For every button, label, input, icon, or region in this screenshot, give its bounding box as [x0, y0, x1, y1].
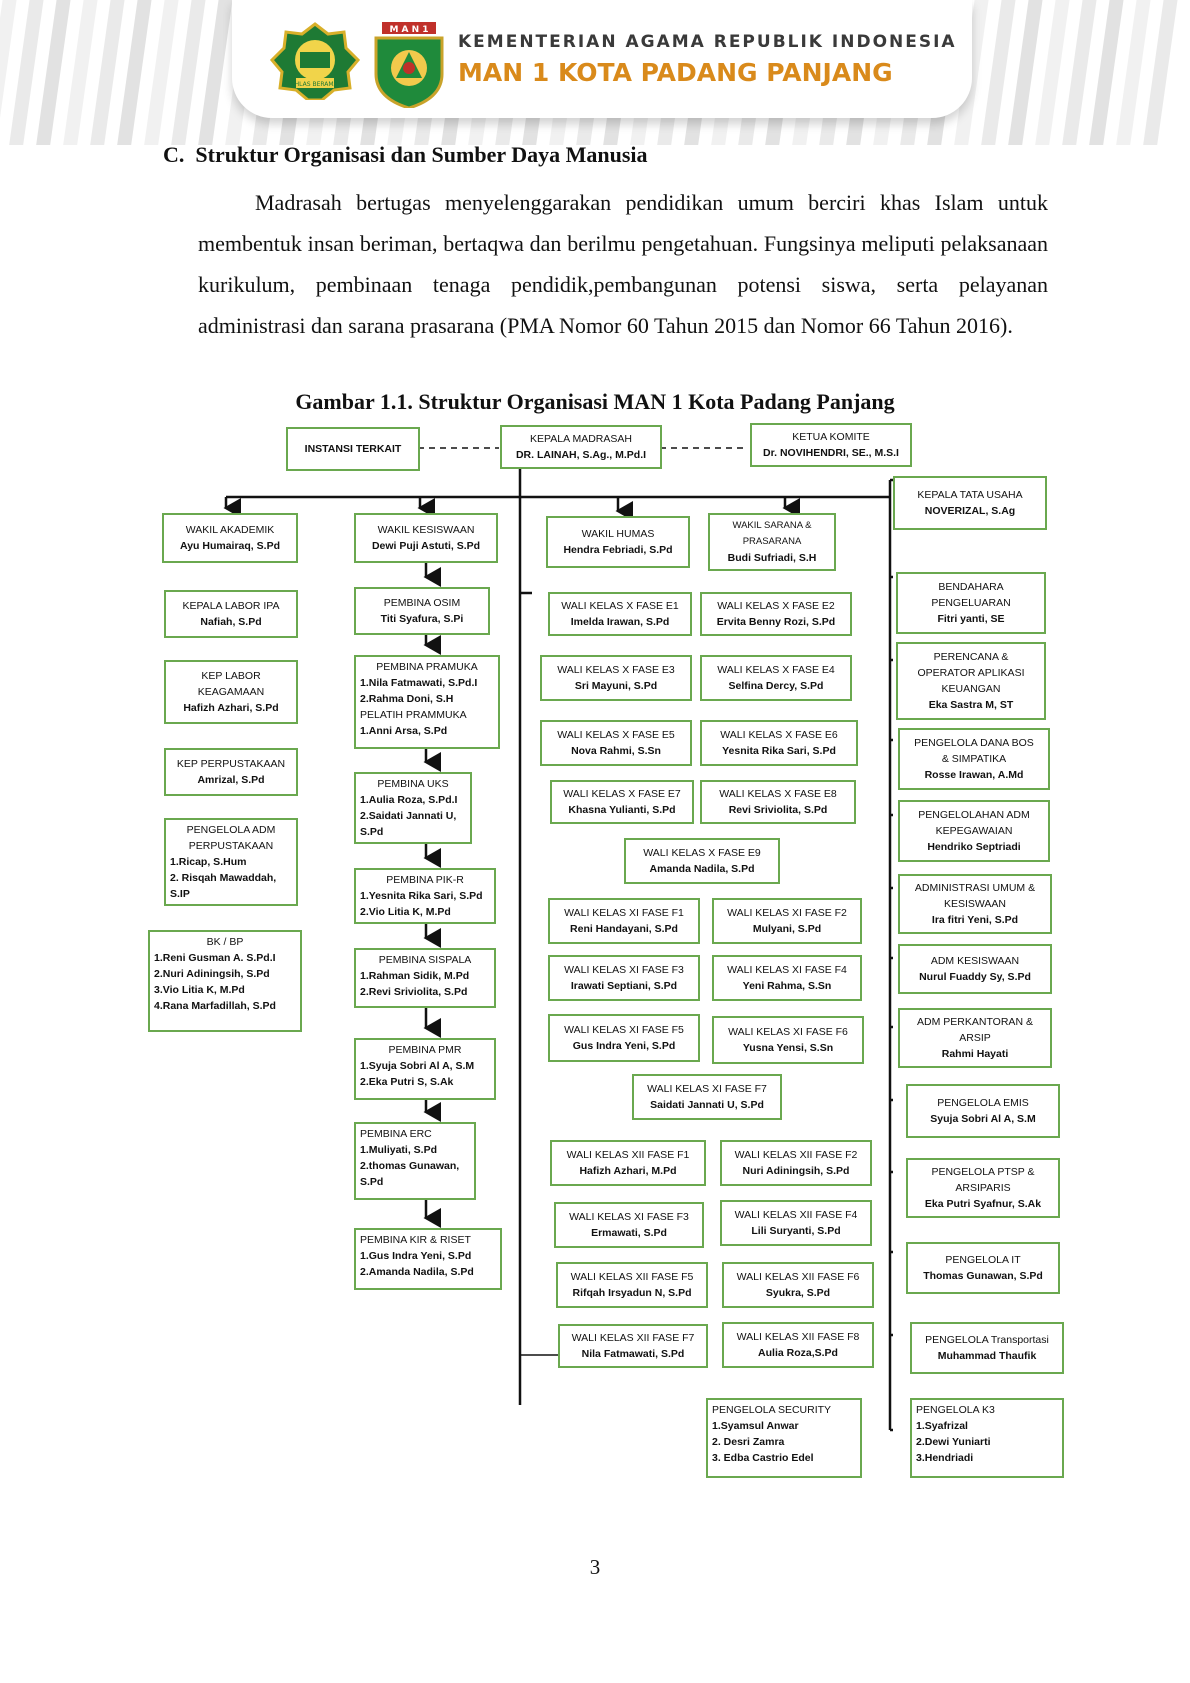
header-ministry-name: KEMENTERIAN AGAMA REPUBLIK INDONESIA [458, 32, 957, 52]
ministry-logo-text: IKHLAS BERAMAL [289, 81, 342, 88]
box-pembina-kir-riset: PEMBINA KIR & RISET 1.Gus Indra Yeni, S.… [354, 1228, 502, 1290]
box-pembina-erc: PEMBINA ERC 1.Muliyati, S.Pd 2.thomas Gu… [354, 1122, 476, 1200]
box-pengelola-adm-perpustakaan: PENGELOLA ADM PERPUSTAKAAN 1.Ricap, S.Hu… [164, 818, 298, 906]
section-title: C. Struktur Organisasi dan Sumber Daya M… [163, 142, 648, 167]
box-pembina-pmr: PEMBINA PMR 1.Syuja Sobri Al A, S.M 2.Ek… [354, 1038, 496, 1100]
box-pembina-uks: PEMBINA UKS 1.Aulia Roza, S.Pd.I 2.Saida… [354, 772, 472, 844]
box-pembina-sispala: PEMBINA SISPALA 1.Rahman Sidik, M.Pd 2.R… [354, 948, 496, 1008]
page-number: 3 [589, 1555, 601, 1579]
box-pembina-pramuka: PEMBINA PRAMUKA 1.Nila Fatmawati, S.Pd.I… [354, 655, 500, 749]
box-pengelola-k3: PENGELOLA K3 1.Syafrizal 2.Dewi Yuniarti… [910, 1398, 1064, 1478]
header-school-name: MAN 1 KOTA PADANG PANJANG [458, 58, 893, 87]
box-instansi-terkait: INSTANSI TERKAIT [286, 427, 420, 471]
paragraph-text: Madrasah bertugas menyelenggarakan pendi… [198, 190, 1048, 338]
school-logo: M A N 1 [374, 22, 444, 108]
box-pembina-pik-r: PEMBINA PIK-R 1.Yesnita Rika Sari, S.Pd … [354, 868, 496, 924]
section-paragraph: Madrasah bertugas menyelenggarakan pendi… [198, 182, 1048, 346]
ministry-logo: IKHLAS BERAMAL [270, 22, 360, 100]
school-logo-text: M A N 1 [389, 25, 428, 35]
box-pengelola-security: PENGELOLA SECURITY 1.Syamsul Anwar 2. De… [706, 1398, 862, 1478]
box-bk-bp: BK / BP 1.Reni Gusman A. S.Pd.I 2.Nuri A… [148, 930, 302, 1032]
figure-caption: Gambar 1.1. Struktur Organisasi MAN 1 Ko… [295, 389, 895, 414]
